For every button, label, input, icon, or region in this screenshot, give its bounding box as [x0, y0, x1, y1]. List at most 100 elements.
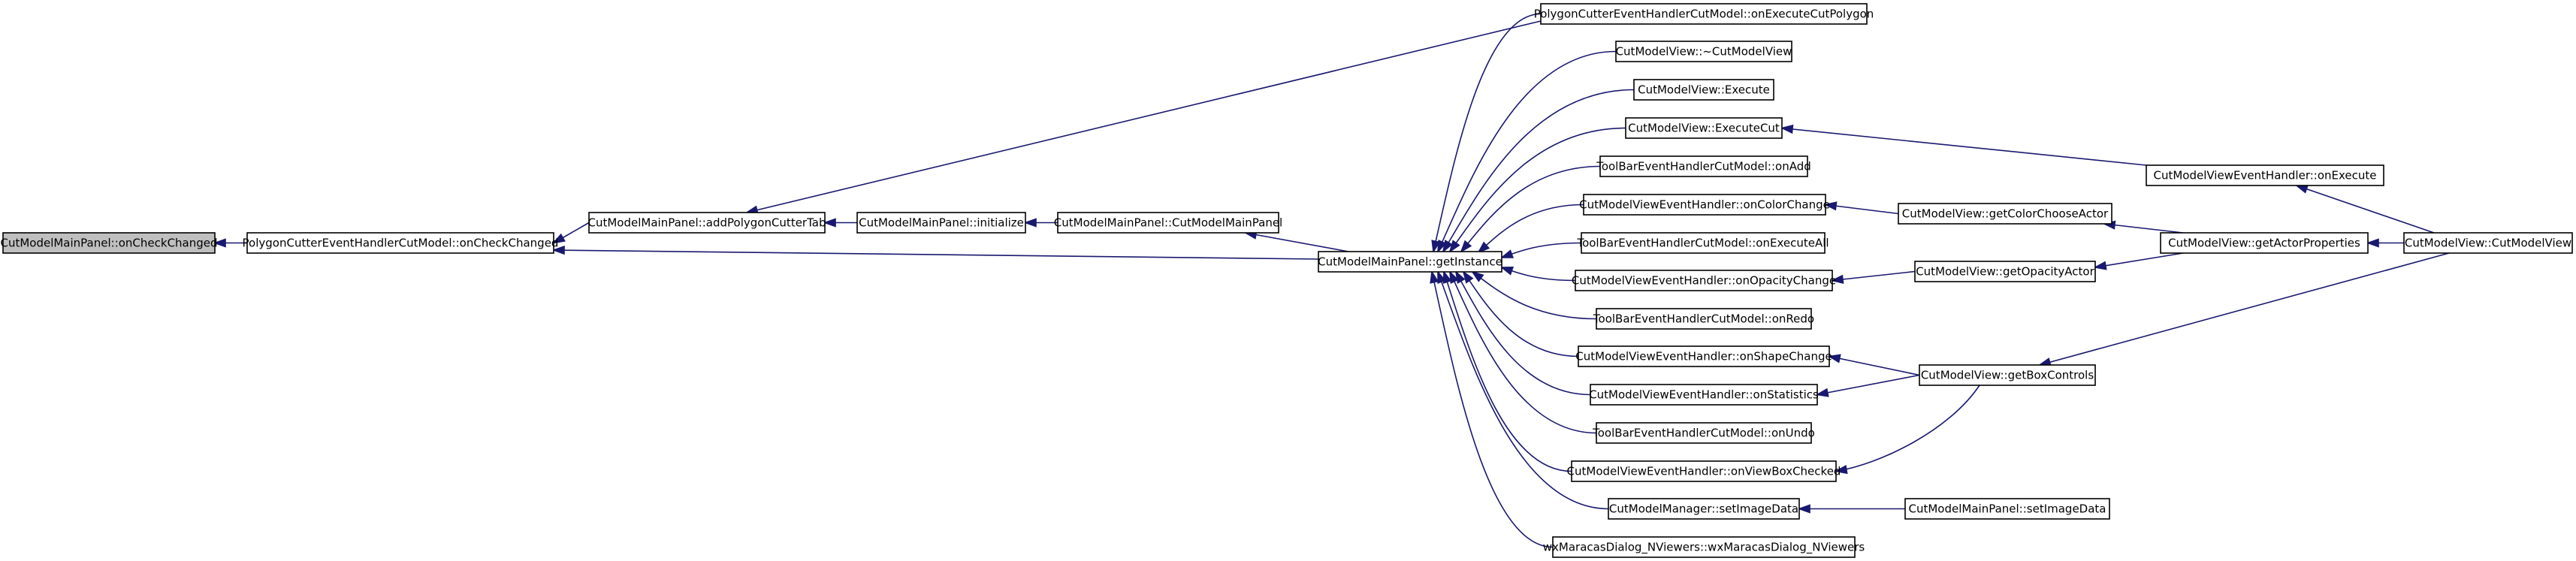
edge-getBoxControls-to-onStatistics [1815, 374, 1920, 397]
node-getInstance[interactable]: CutModelMainPanel::getInstance [1318, 251, 1502, 273]
node-label: CutModelView::getActorProperties [2168, 237, 2360, 250]
edge-line [1478, 204, 1584, 253]
edge-line [1431, 271, 1554, 548]
edge-arrowhead [1460, 240, 1472, 253]
node-dtorView[interactable]: CutModelView::~CutModelView [1615, 41, 1792, 62]
node-box [1571, 460, 1837, 482]
node-onExecuteCutPolygon[interactable]: PolygonCutterEventHandlerCutModel::onExe… [1534, 3, 1874, 25]
nodes-layer: CutModelMainPanel::onCheckChanged Polygon… [0, 3, 2573, 558]
edge-line [1449, 127, 1626, 252]
node-execute[interactable]: CutModelView::Execute [1633, 79, 1774, 101]
node-executeCut[interactable]: CutModelView::ExecuteCut [1625, 117, 1783, 139]
node-label: CutModelView::ExecuteCut [1628, 122, 1780, 135]
edge-onViewBoxChecked-to-getInstance [1442, 270, 1572, 472]
edge-setImageDataManager-to-getInstance [1437, 270, 1609, 510]
edge-ctorView-to-onExecuteHandler [2294, 185, 2435, 234]
node-ctorMainPanel[interactable]: CutModelMainPanel::CutModelMainPanel [1054, 212, 1282, 234]
node-ctorView[interactable]: CutModelView::CutModelView [2403, 232, 2573, 254]
node-label: CutModelMainPanel::addPolygonCutterTab [588, 216, 826, 230]
node-box [1919, 364, 2096, 386]
node-initialize[interactable]: CutModelMainPanel::initialize [856, 212, 1026, 234]
node-label: CutModelViewEventHandler::onOpacityChang… [1572, 274, 1836, 288]
node-box [1575, 270, 1833, 291]
edge-onAdd-to-getInstance [1460, 165, 1601, 253]
node-getOpacityActor[interactable]: CutModelView::getOpacityActor [1914, 261, 2096, 282]
edge-line [746, 20, 1542, 213]
node-label: ToolBarEventHandlerCutModel::onUndo [1592, 427, 1815, 440]
edge-line [1455, 271, 1591, 396]
node-box [1318, 251, 1502, 273]
node-label: CutModelMainPanel::CutModelMainPanel [1054, 216, 1282, 230]
node-addPolygonCutterTab[interactable]: CutModelMainPanel::addPolygonCutterTab [588, 212, 826, 234]
node-box [1590, 384, 1818, 406]
node-getColorChooseActor[interactable]: CutModelView::getColorChooseActor [1898, 203, 2112, 225]
node-onColorChange[interactable]: CutModelViewEventHandler::onColorChange [1579, 194, 1830, 216]
edge-arrowhead [1431, 240, 1441, 254]
node-box [1581, 232, 1826, 254]
node-label: CutModelViewEventHandler::onViewBoxCheck… [1567, 465, 1841, 478]
edge-onCheckChangedHandler-to-onCheckChangedPanel [213, 238, 247, 248]
node-box [2403, 232, 2573, 254]
node-onOpacityChange[interactable]: CutModelViewEventHandler::onOpacityChang… [1572, 270, 1836, 291]
edge-arrowhead [1477, 241, 1490, 254]
node-box [1625, 117, 1783, 139]
edges-layer [213, 13, 2450, 548]
node-box [1633, 79, 1774, 101]
node-onExecuteHandler[interactable]: CutModelViewEventHandler::onExecute [2146, 164, 2384, 186]
edge-getInstance-to-ctorMainPanel [1243, 230, 1349, 252]
node-label: ToolBarEventHandlerCutModel::onRedo [1593, 312, 1814, 326]
node-onViewBoxChecked[interactable]: CutModelViewEventHandler::onViewBoxCheck… [1567, 460, 1841, 482]
edge-arrowhead [1823, 201, 1838, 211]
node-box [1898, 203, 2112, 225]
edge-getInstance-to-onCheckChangedHandler [551, 246, 1319, 260]
node-wxMaracas[interactable]: wxMaracasDialog_NViewers::wxMaracasDialo… [1543, 536, 1865, 558]
edge-addPolygonCutterTab-to-onCheckChangedHandler [551, 222, 590, 244]
edge-arrowhead [1454, 270, 1466, 284]
edge-getActorProperties-to-getOpacityActor [2093, 252, 2184, 270]
edge-line [2094, 252, 2184, 268]
edge-line [1442, 89, 1635, 252]
node-box [2160, 232, 2369, 254]
node-onExecuteAll[interactable]: ToolBarEventHandlerCutModel::onExecuteAl… [1576, 232, 1829, 254]
node-label: PolygonCutterEventHandlerCutModel::onExe… [1534, 8, 1874, 21]
node-setImageDataManager[interactable]: CutModelManager::setImageData [1608, 498, 1800, 520]
edge-line [2039, 252, 2450, 366]
node-onStatistics[interactable]: CutModelViewEventHandler::onStatistics [1589, 384, 1819, 406]
edge-arrowhead [1827, 354, 1841, 363]
edge-arrowhead [1442, 240, 1453, 254]
node-box [2146, 164, 2384, 186]
node-onCheckChangedPanel[interactable]: CutModelMainPanel::onCheckChanged [0, 232, 218, 254]
node-label: CutModelView::getOpacityActor [1916, 265, 2094, 279]
node-label: CutModelManager::setImageData [1609, 502, 1798, 516]
edge-line [2296, 185, 2435, 234]
edge-line [1832, 270, 1916, 282]
node-onShapeChange[interactable]: CutModelViewEventHandler::onShapeChange [1575, 345, 1832, 367]
edge-arrowhead [1797, 504, 1810, 514]
edge-arrowhead [1437, 239, 1447, 254]
edge-arrowhead [1780, 124, 1794, 134]
node-label: CutModelViewEventHandler::onColorChange [1579, 198, 1830, 212]
node-onCheckChangedHandler[interactable]: PolygonCutterEventHandlerCutModel::onChe… [243, 232, 559, 254]
node-onRedo[interactable]: ToolBarEventHandlerCutModel::onRedo [1593, 308, 1814, 330]
node-getActorProperties[interactable]: CutModelView::getActorProperties [2160, 232, 2369, 254]
edge-arrowhead [1448, 240, 1460, 253]
edge-line [1449, 271, 1597, 434]
node-label: PolygonCutterEventHandlerCutModel::onChe… [243, 237, 559, 250]
node-onAdd[interactable]: ToolBarEventHandlerCutModel::onAdd [1596, 155, 1811, 177]
node-label: CutModelMainPanel::getInstance [1318, 255, 1502, 269]
edge-onOpacityChange-to-getInstance [1499, 267, 1576, 282]
edge-onUndo-to-getInstance [1448, 270, 1597, 434]
node-box [1552, 536, 1856, 558]
edge-dtorView-to-getInstance [1437, 50, 1617, 254]
node-getBoxControls[interactable]: CutModelView::getBoxControls [1919, 364, 2096, 386]
node-box [1596, 422, 1812, 444]
edge-arrowhead [1471, 270, 1484, 282]
node-box [1615, 41, 1792, 62]
node-label: CutModelView::CutModelView [2405, 237, 2571, 250]
edge-setImageDataPanel-to-setImageDataManager [1797, 504, 1905, 514]
node-onUndo[interactable]: ToolBarEventHandlerCutModel::onUndo [1592, 422, 1815, 444]
edge-arrowhead [2093, 261, 2107, 270]
node-label: CutModelView::getColorChooseActor [1902, 207, 2109, 221]
node-setImageDataPanel[interactable]: CutModelMainPanel::setImageData [1904, 498, 2110, 520]
node-label: CutModelMainPanel::setImageData [1909, 502, 2106, 516]
